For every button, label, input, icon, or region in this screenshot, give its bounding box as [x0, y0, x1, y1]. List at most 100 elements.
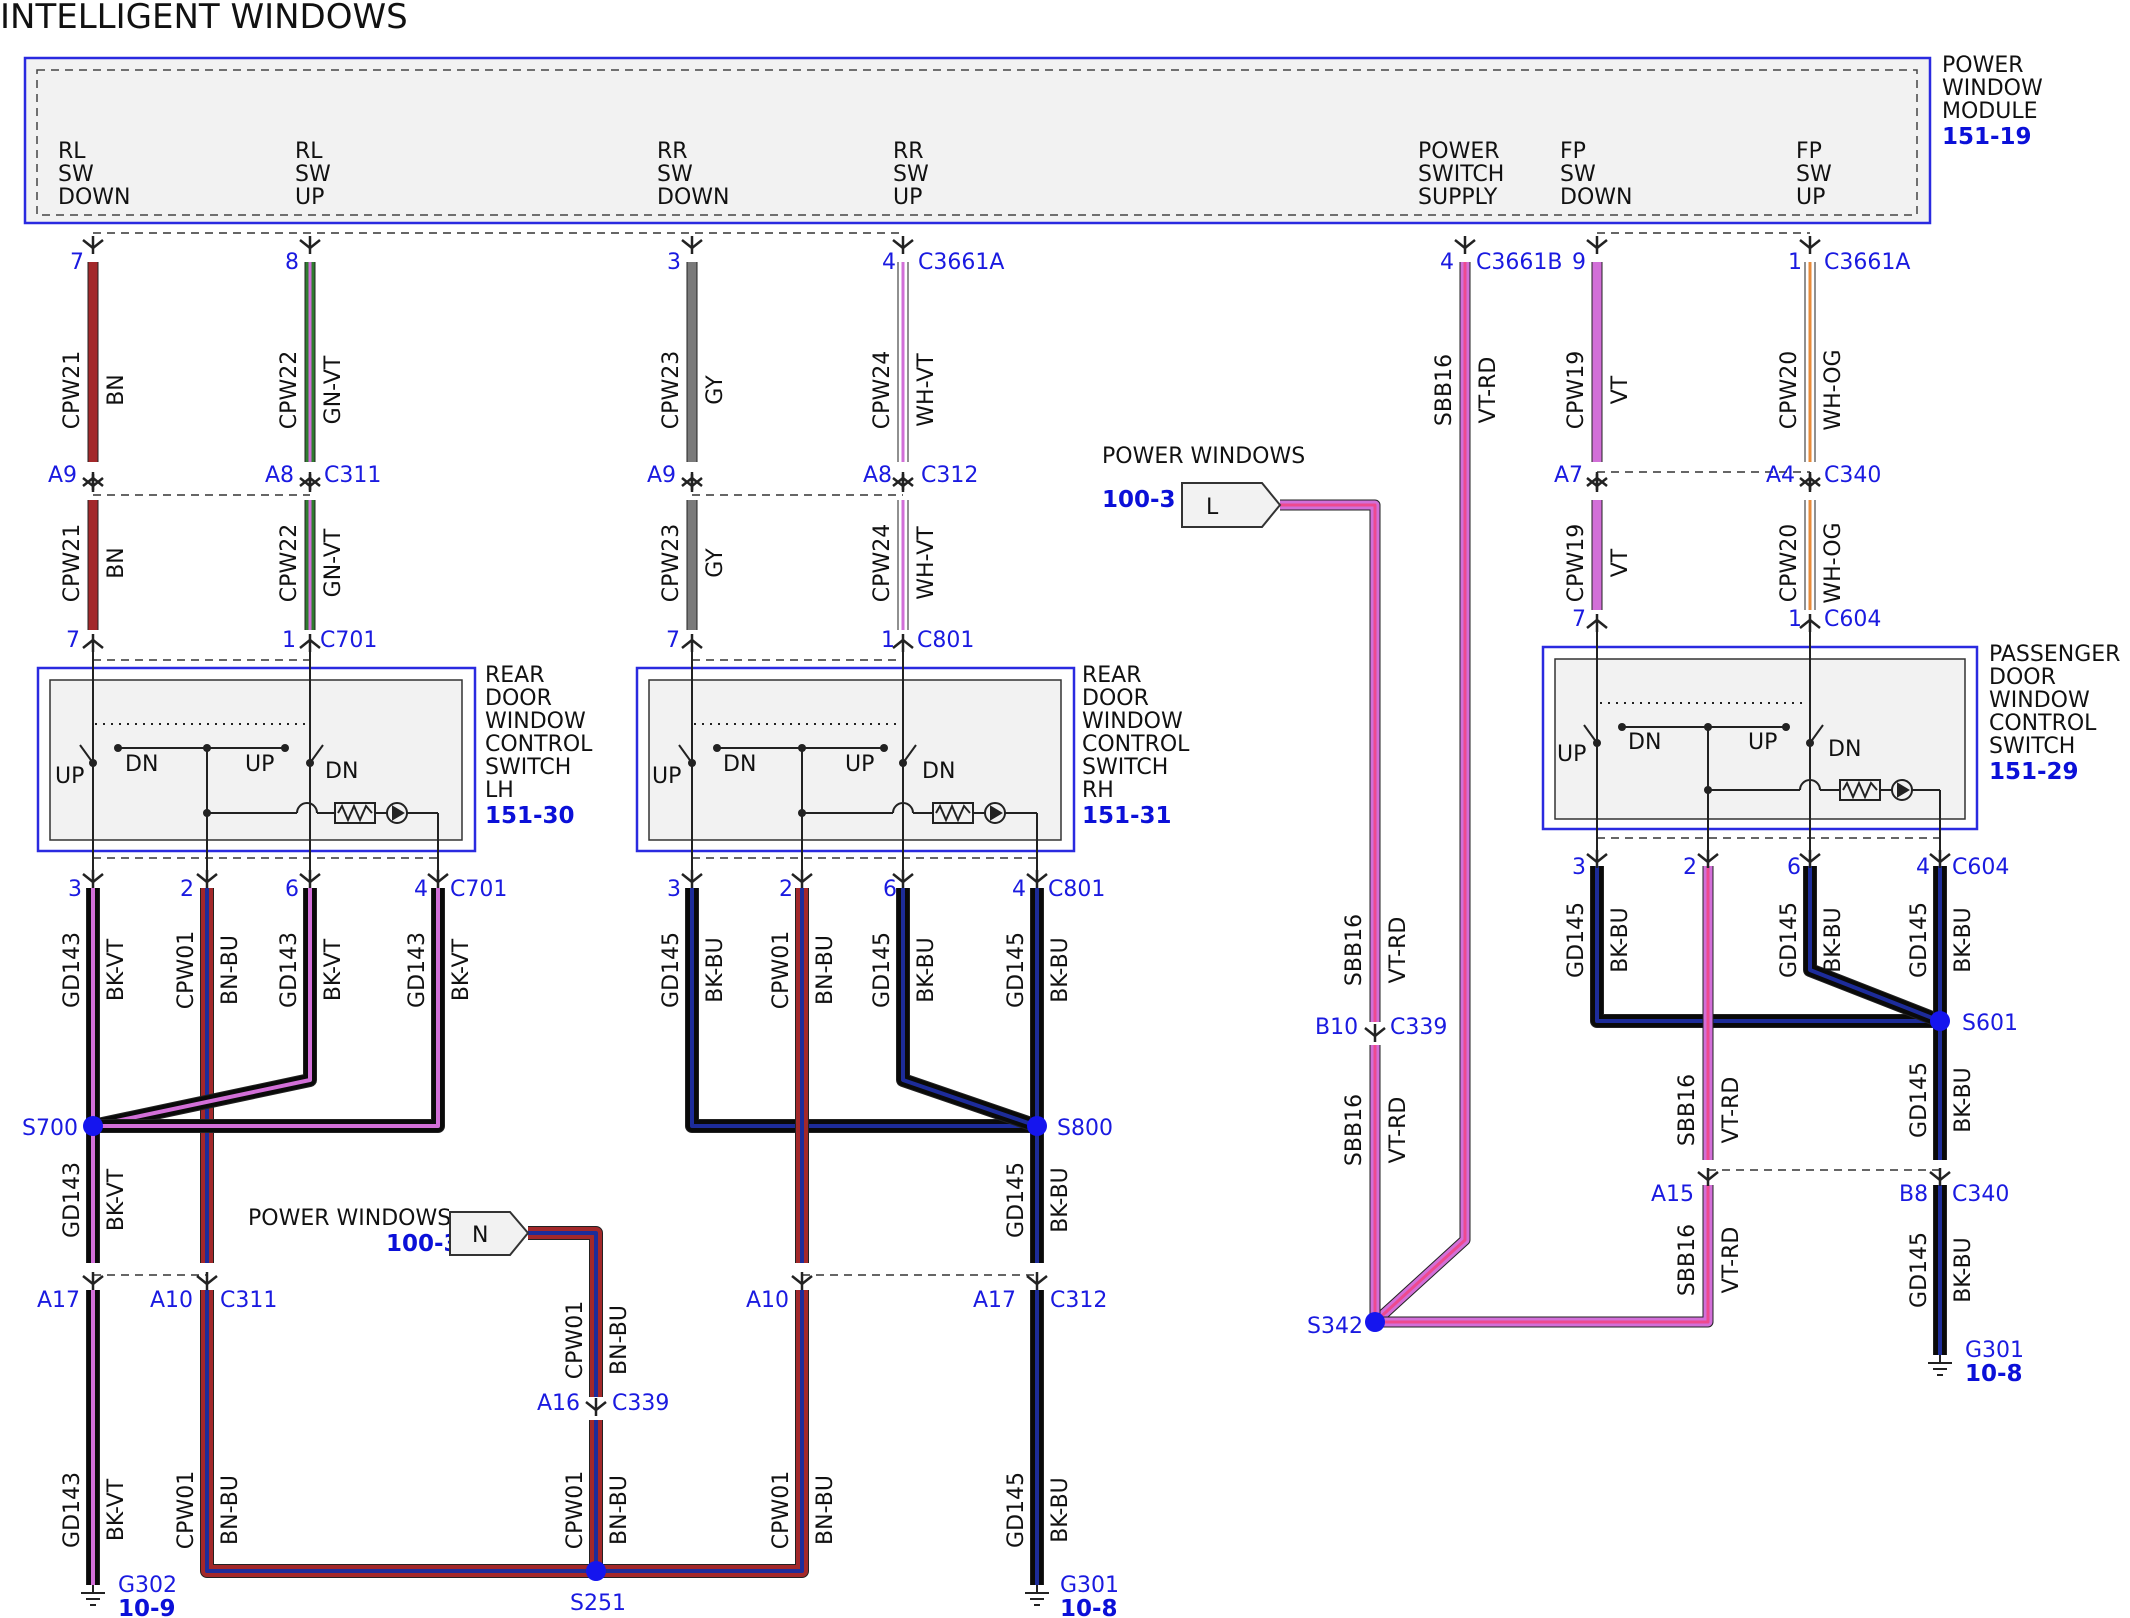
svg-text:CONTROL: CONTROL [1082, 732, 1190, 757]
wire-circuit-label: CPW24 [870, 351, 895, 429]
svg-text:7: 7 [666, 628, 680, 653]
rear-door-switch-lh: REAR DOOR WINDOW CONTROL SWITCH LH 151-3… [36, 663, 593, 853]
svg-text:4: 4 [882, 250, 896, 275]
svg-text:S251: S251 [570, 1591, 626, 1616]
wire-color-label: VT-RD [1719, 1077, 1744, 1144]
svg-text:DN: DN [325, 759, 358, 784]
wire-circuit-label: SBB16 [1342, 914, 1367, 986]
splice-s251 [586, 1561, 606, 1581]
wire-color-label: BK-BU [1048, 1477, 1073, 1543]
wire-circuit-label: GD145 [1004, 932, 1029, 1008]
svg-text:4: 4 [1916, 855, 1930, 880]
svg-text:1: 1 [1788, 250, 1802, 275]
offpage-connector-n: POWER WINDOWS 100-3 N [248, 1206, 530, 1257]
wire-color-label: VT [1608, 548, 1633, 577]
wire-circuit-label: GD145 [1907, 1232, 1932, 1308]
splice-s342 [1365, 1312, 1385, 1332]
pin-label-rl-sw-down: RL SW DOWN [58, 139, 130, 210]
svg-text:3: 3 [667, 877, 681, 902]
wire-circuit-label: CPW23 [659, 524, 684, 602]
wire-stripe [93, 888, 440, 1128]
wire-stripe [205, 1290, 596, 1573]
svg-text:4: 4 [1440, 250, 1454, 275]
splice-s601 [1930, 1011, 1950, 1031]
wire-color-label: BN-BU [607, 1475, 632, 1545]
svg-text:C312: C312 [921, 463, 978, 488]
svg-text:1: 1 [282, 628, 296, 653]
svg-text:LH: LH [485, 778, 514, 803]
wire-color-label: GY [703, 548, 728, 578]
svg-text:A8: A8 [863, 463, 892, 488]
svg-text:6: 6 [285, 877, 299, 902]
splice-s700 [83, 1116, 103, 1136]
wire-color-label: BK-VT [104, 1168, 129, 1231]
wire-circuit-label: GD145 [1907, 902, 1932, 978]
svg-text:RH: RH [1082, 778, 1114, 803]
wire-circuit-label: CPW01 [769, 1471, 794, 1549]
wire-cpw01-outline [200, 1290, 596, 1578]
wire-color-label: BK-BU [1048, 1167, 1073, 1233]
wire-color-label: VT-RD [1719, 1227, 1744, 1294]
wire-circuit-label: CPW19 [1564, 524, 1589, 602]
wire-color-label: BN-BU [813, 1475, 838, 1545]
svg-text:RR: RR [657, 139, 688, 164]
wire-color-label: BN [104, 374, 129, 406]
svg-text:C701: C701 [320, 628, 377, 653]
wire-color-label: BK-BU [1951, 1237, 1976, 1303]
wire-color-label: BK-BU [1608, 907, 1633, 973]
wire-circuit-label: SBB16 [1675, 1074, 1700, 1146]
wire-circuit-label: GD143 [60, 932, 85, 1008]
svg-text:UP: UP [1796, 185, 1825, 210]
connector-dash-lines [93, 232, 1940, 1276]
wire-label: SBB16 VT-RD [1675, 1224, 1744, 1296]
wire-label: CPW23 GY [659, 524, 728, 602]
wire-color-label: BK-VT [449, 938, 474, 1001]
svg-text:DOWN: DOWN [1560, 185, 1632, 210]
svg-text:2: 2 [779, 877, 793, 902]
wire-stripe [1808, 866, 1941, 1023]
svg-text:C3661B: C3661B [1476, 250, 1562, 275]
wire-stripe [528, 1231, 598, 1397]
wire-label: CPW19 VT [1564, 524, 1633, 602]
svg-text:UP: UP [55, 764, 84, 789]
wire-circuit-label: CPW19 [1564, 351, 1589, 429]
svg-text:UP: UP [893, 185, 922, 210]
wire-circuit-label: CPW22 [277, 524, 302, 602]
pin-label-power-switch-supply: POWER SWITCH SUPPLY [1418, 139, 1504, 210]
wire-color-label: BK-BU [703, 937, 728, 1003]
svg-text:POWER: POWER [1418, 139, 1500, 164]
diagram-title: INTELLIGENT WINDOWS [0, 0, 408, 37]
svg-text:151-31: 151-31 [1082, 803, 1172, 829]
wire-circuit-label: CPW01 [174, 931, 199, 1009]
svg-text:C311: C311 [220, 1288, 277, 1313]
module-name-3: MODULE [1942, 99, 2038, 124]
svg-text:UP: UP [845, 752, 874, 777]
wire-color-label: WH-VT [914, 353, 939, 427]
module-name-1: POWER [1942, 53, 2024, 78]
wire-circuit-label: GD145 [1004, 1162, 1029, 1238]
svg-text:L: L [1206, 495, 1219, 520]
svg-text:SWITCH: SWITCH [1989, 734, 2075, 759]
svg-text:REAR: REAR [1082, 663, 1142, 688]
wire-circuit-label: CPW20 [1777, 351, 1802, 429]
wire-color-label: BK-BU [1951, 1067, 1976, 1133]
svg-text:S601: S601 [1962, 1011, 2018, 1036]
wire-circuit-label: CPW21 [60, 524, 85, 602]
wire-circuit-label: SBB16 [1675, 1224, 1700, 1296]
wire-stripe [901, 888, 1038, 1128]
svg-text:UP: UP [245, 752, 274, 777]
svg-text:3: 3 [68, 877, 82, 902]
module-name-2: WINDOW [1942, 76, 2043, 101]
wire-circuit-label: SBB16 [1432, 354, 1457, 426]
svg-text:A15: A15 [1651, 1182, 1694, 1207]
svg-text:SW: SW [1560, 162, 1596, 187]
svg-text:A10: A10 [150, 1288, 193, 1313]
